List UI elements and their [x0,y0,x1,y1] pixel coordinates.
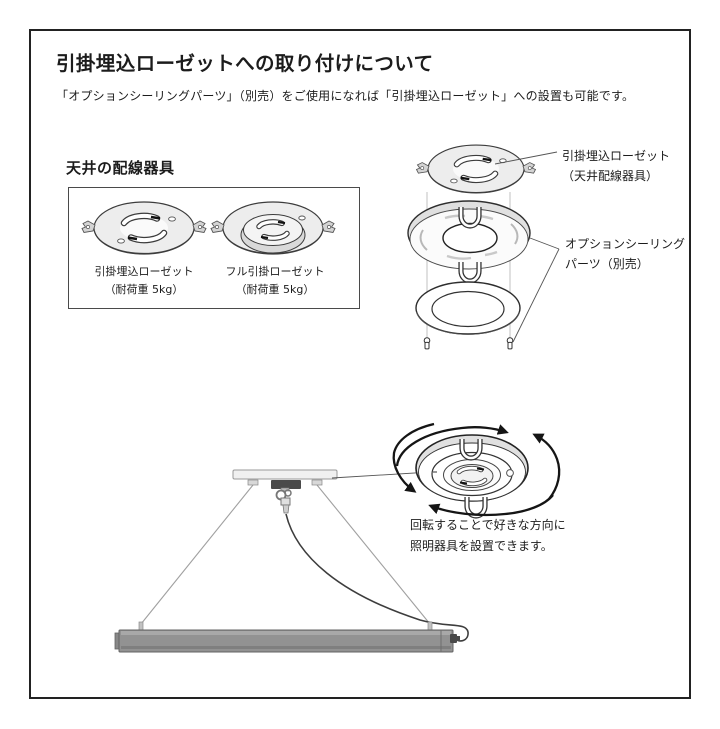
rotation-arrow-right [532,433,561,500]
label-option-parts-line1: オプションシーリング [565,237,686,251]
rotation-arrows [392,422,561,517]
caption-full-name: フル引掛ローゼット [225,265,325,278]
screw-icon-left [423,337,431,350]
option-ring-figure [407,200,531,281]
pendant-figure [114,469,469,653]
rotation-rosette-figure [415,434,529,516]
wiring-devices-box [68,187,360,309]
label-ceiling-rosette-line1: 引掛埋込ローゼット [562,149,671,163]
wiring-box-heading: 天井の配線器具 [66,159,175,177]
rotation-note-line1: 回転することで好きな方向に [410,518,566,532]
caption-flush-rosette: 引掛埋込ローゼット （耐荷重 5kg） [64,263,224,299]
ceiling-rosette-figure [416,145,535,193]
rotation-note: 回転することで好きな方向に 照明器具を設置できます。 [410,515,566,556]
leader-lines-option-parts [512,237,560,343]
label-ceiling-rosette: 引掛埋込ローゼット （天井配線器具） [562,146,670,186]
cable-connector [450,634,457,643]
page-border [29,29,691,699]
screw-icon-right [506,337,514,350]
caption-full-rosette: フル引掛ローゼット （耐荷重 5kg） [195,263,355,299]
cover-ring-figure [415,281,521,335]
rotation-arrow-left [392,422,435,493]
label-option-parts: オプションシーリング パーツ（別売） [565,234,685,274]
caption-flush-name: 引掛埋込ローゼット [94,265,194,278]
rotation-arrow-bottom [428,494,554,517]
caption-flush-capacity: （耐荷重 5kg） [104,283,184,296]
leader-line-ceiling-rosette [494,151,558,165]
caption-full-capacity: （耐荷重 5kg） [235,283,315,296]
label-option-parts-line2: パーツ（別売） [565,257,649,271]
label-ceiling-rosette-line2: （天井配線器具） [562,169,659,183]
wire-grip-mechanism [275,487,292,514]
suspension-wire-right [316,484,431,625]
light-bar [114,621,460,653]
rotation-arrow-top [395,424,509,467]
ceiling-canopy [232,469,338,489]
suspension-wire-left [140,484,254,625]
rotation-note-line2: 照明器具を設置できます。 [410,538,553,553]
page-subtitle: 「オプションシーリングパーツ」（別売）をご使用になれば「引掛埋込ローゼット」への… [56,89,635,103]
page-title: 引掛埋込ローゼットへの取り付けについて [56,52,434,75]
